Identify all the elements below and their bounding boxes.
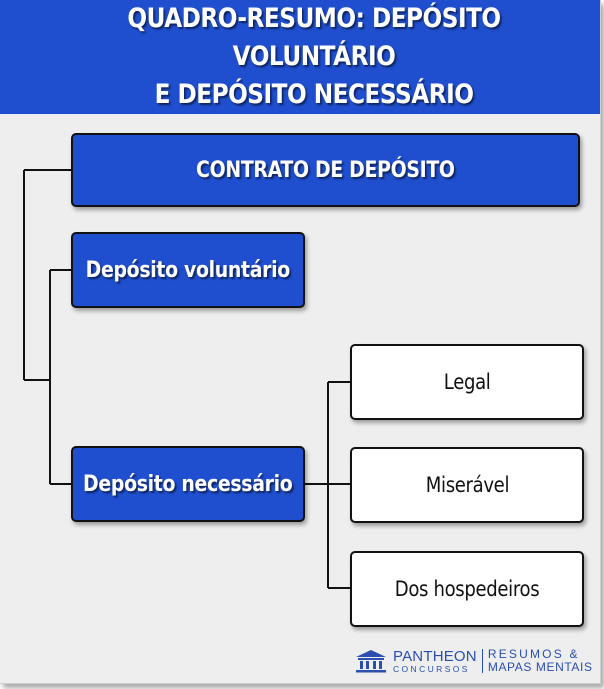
root-node: CONTRATO DE DEPÓSITO <box>71 133 580 207</box>
logo-tagline-2: MAPAS MENTAIS <box>487 660 593 674</box>
logo-brand: PANTHEON <box>393 647 477 665</box>
leaf-node-label: Miserável <box>425 473 509 497</box>
branch-node-label: Depósito necessário <box>83 471 293 497</box>
page-title: QUADRO-RESUMO: DEPÓSITO VOLUNTÁRIO E DEP… <box>73 0 555 114</box>
branch-node-label: Depósito voluntário <box>85 257 291 283</box>
title-line-1: QUADRO-RESUMO: DEPÓSITO VOLUNTÁRIO <box>127 3 501 72</box>
leaf-node-label: Dos hospedeiros <box>394 577 540 601</box>
leaf-node-hospedeiros: Dos hospedeiros <box>350 551 584 627</box>
logo-tagline-1: RESUMOS & <box>487 647 580 662</box>
title-line-2: E DEPÓSITO NECESSÁRIO <box>154 79 474 110</box>
temple-icon <box>356 650 386 673</box>
logo-tagline: RESUMOS & MAPAS MENTAIS <box>488 648 593 673</box>
leaf-node-label: Legal <box>443 370 491 394</box>
leaf-node-miseravel: Miserável <box>350 447 584 523</box>
header-banner: QUADRO-RESUMO: DEPÓSITO VOLUNTÁRIO E DEP… <box>0 0 600 114</box>
logo-divider <box>481 649 483 673</box>
logo-sub: CONCURSOS <box>393 663 470 674</box>
leaf-node-legal: Legal <box>350 344 584 420</box>
brand-logo: PANTHEON CONCURSOS RESUMOS & MAPAS MENTA… <box>354 646 594 676</box>
branch-node-voluntario: Depósito voluntário <box>71 232 305 308</box>
branch-node-necessario: Depósito necessário <box>71 446 305 522</box>
root-node-label: CONTRATO DE DEPÓSITO <box>196 157 455 183</box>
logo-wordmark: PANTHEON CONCURSOS <box>393 649 477 674</box>
